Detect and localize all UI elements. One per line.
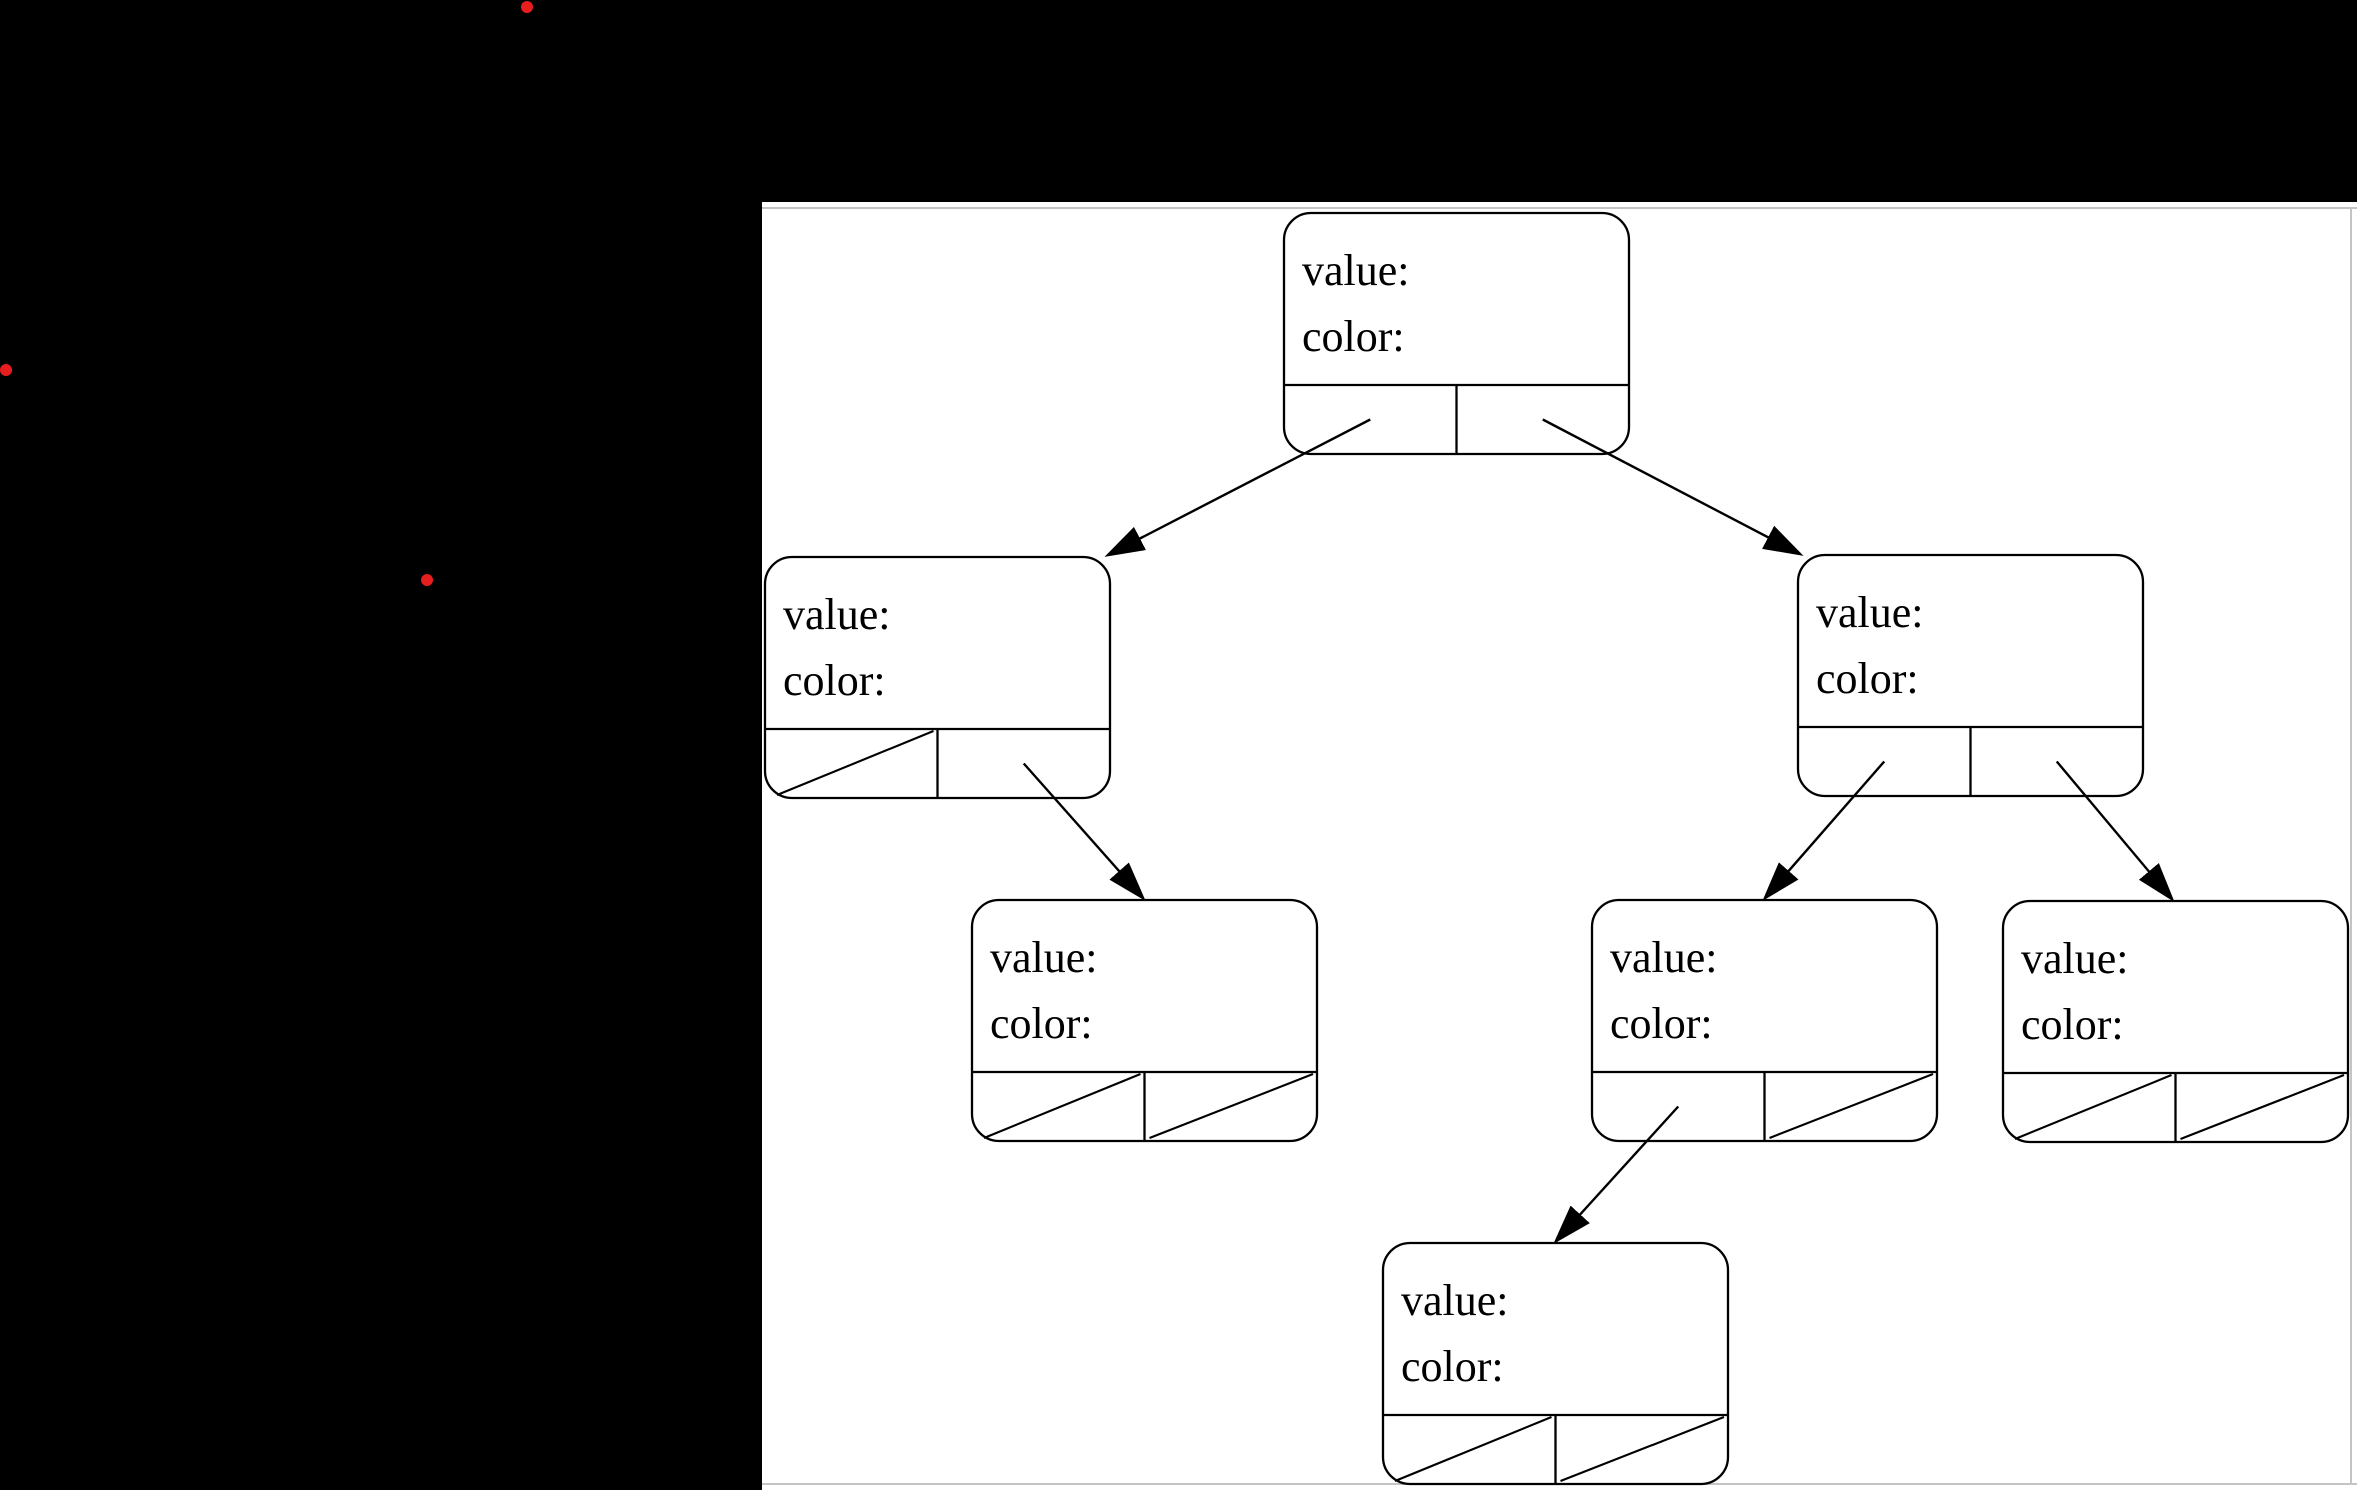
color-field-label: color: xyxy=(990,999,1093,1048)
right-pointer-null-slash xyxy=(2180,1074,2345,1140)
node-layer: value:color:value:color:value:color:valu… xyxy=(763,211,2350,1486)
pointer-arrow-node-l-right xyxy=(1022,762,1146,901)
tree-node-root: value: color: xyxy=(1282,211,1631,456)
panel-border-top xyxy=(762,207,2357,209)
left-pointer-null-slash xyxy=(2014,1074,2172,1140)
left-pointer-null-slash xyxy=(1394,1416,1552,1482)
value-field-label: value: xyxy=(990,933,1098,982)
red-dot-left xyxy=(0,364,12,376)
pointer-arrow-node-rl-left xyxy=(1553,1105,1680,1244)
color-field-label: color: xyxy=(2021,1000,2124,1049)
tree-node-node-lr: value: color: xyxy=(970,898,1319,1143)
red-dot-middle xyxy=(421,574,433,586)
right-pointer-null-slash xyxy=(1769,1073,1934,1139)
right-pointer-null-slash xyxy=(1149,1073,1314,1139)
value-field-label: value: xyxy=(2021,934,2129,983)
color-field-label: color: xyxy=(1401,1342,1504,1391)
tree-node-node-rr: value: color: xyxy=(2001,899,2350,1144)
value-field-label: value: xyxy=(1816,588,1924,637)
pointer-arrow-root-right xyxy=(1542,418,1804,556)
panel-border-right xyxy=(2350,207,2352,1484)
color-field-label: color: xyxy=(1302,312,1405,361)
tree-node-node-rll: value: color: xyxy=(1381,1241,1730,1486)
pointer-arrow-node-r-left xyxy=(1762,760,1886,902)
pointer-arrow-root-left xyxy=(1104,418,1371,557)
tree-node-node-rl: value: color: xyxy=(1590,898,1939,1143)
value-field-label: value: xyxy=(1302,246,1410,295)
left-pointer-null-slash xyxy=(776,730,934,796)
left-pointer-null-slash xyxy=(983,1073,1141,1139)
value-field-label: value: xyxy=(1401,1276,1509,1325)
value-field-label: value: xyxy=(783,590,891,639)
edge-layer xyxy=(1022,418,2175,1244)
value-field-label: value: xyxy=(1610,933,1718,982)
color-field-label: color: xyxy=(783,656,886,705)
red-dot-top xyxy=(521,1,533,13)
tree-node-node-r: value: color: xyxy=(1796,553,2145,798)
pointer-arrow-node-r-right xyxy=(2055,760,2175,903)
tree-node-node-l: value: color: xyxy=(763,555,1112,800)
color-field-label: color: xyxy=(1816,654,1919,703)
right-pointer-null-slash xyxy=(1560,1416,1725,1482)
color-field-label: color: xyxy=(1610,999,1713,1048)
